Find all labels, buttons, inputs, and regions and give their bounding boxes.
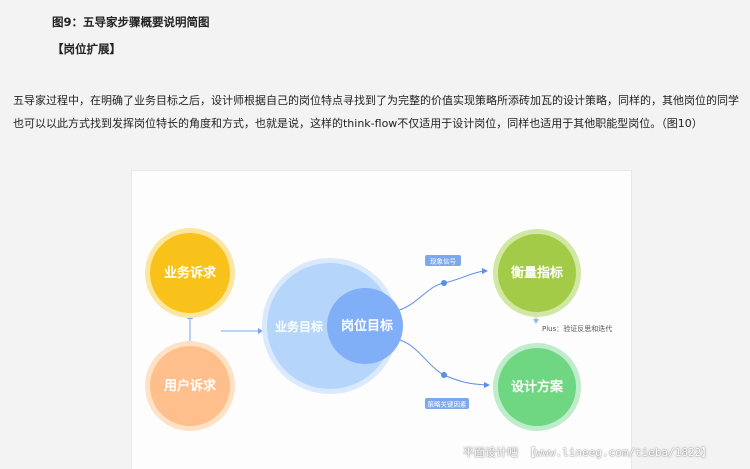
user-demand-circle: [150, 346, 230, 426]
tag-bottom: [425, 398, 469, 409]
flow-diagram-svg: 现象信号 策略关键因素 Plus：验证反思和迭代 业务诉求 用户诉求 业务目标 …: [145, 228, 612, 431]
curve-to-measure: [395, 270, 485, 312]
arrow-to-measure: [482, 268, 488, 274]
tag-top: [425, 255, 461, 266]
plus-note: Plus：验证反思和迭代: [542, 324, 612, 333]
measure-indicator-label: 衡量指标: [511, 265, 563, 281]
figure-caption: 图9：五导家步骤概要说明简图: [52, 15, 210, 29]
body-paragraph: 五导家过程中，在明确了业务目标之后，设计师根据自己的岗位特点寻找到了为完整的价值…: [13, 94, 739, 130]
tag-bottom-label: 策略关键因素: [428, 400, 468, 409]
role-goal-label: 岗位目标: [341, 318, 393, 334]
node-dot-bottom: [441, 372, 447, 378]
node-dot-top: [441, 280, 447, 286]
role-goal-circle: [327, 288, 403, 364]
design-plan-circle: [498, 348, 576, 426]
user-demand-label: 用户诉求: [163, 378, 217, 394]
business-demand-label: 业务诉求: [164, 265, 217, 281]
tag-top-label: 现象信号: [430, 257, 457, 266]
design-plan-label: 设计方案: [511, 379, 564, 395]
watermark: 平面设计吧 【www.lineeg.com/tieba/1822】: [463, 446, 713, 459]
business-goal-label: 业务目标: [275, 319, 323, 334]
section-subtitle: 【岗位扩展】: [52, 42, 121, 56]
business-demand-circle: [150, 233, 230, 313]
flow-diagram: 现象信号 策略关键因素 Plus：验证反思和迭代 业务诉求 用户诉求 业务目标 …: [131, 170, 632, 469]
arrow-down-right: [533, 319, 539, 324]
curve-to-design: [395, 338, 487, 386]
arrow-to-design: [484, 382, 490, 388]
arrow-right: [258, 328, 263, 334]
measure-indicator-circle: [498, 234, 576, 312]
